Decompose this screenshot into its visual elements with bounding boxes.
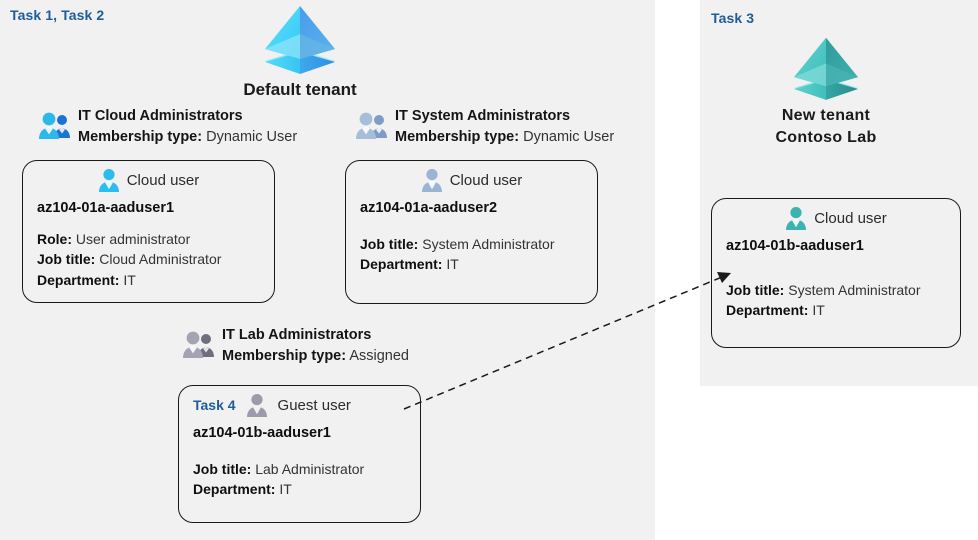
group-membership-value: Dynamic User <box>206 129 298 146</box>
card-attribute-row: Job title: Cloud Administrator <box>37 249 274 269</box>
attribute-label: Job title: <box>193 461 252 477</box>
group-membership-type: Membership type: Dynamic User <box>78 127 297 148</box>
card-attribute-row: Job title: System Administrator <box>360 234 597 254</box>
card-attribute-row: Job title: System Administrator <box>726 280 960 300</box>
card-header: Cloud user <box>712 206 960 230</box>
attribute-value: Cloud Administrator <box>99 251 222 268</box>
group-users-icon <box>183 331 214 358</box>
attribute-label: Department: <box>726 302 809 319</box>
group-membership-type: Membership type: Dynamic User <box>395 127 614 148</box>
attribute-value: IT <box>446 256 459 273</box>
azure-tenant-icon <box>793 37 859 100</box>
group-it-cloud-administrators: IT Cloud Administrators Membership type:… <box>38 106 297 148</box>
group-users-icon <box>356 112 387 139</box>
card-header: Task 4 Guest user <box>179 393 420 417</box>
attribute-value: System Administrator <box>422 236 555 252</box>
card-attribute-row: Department: IT <box>193 479 420 499</box>
cloud-user-icon <box>421 169 442 192</box>
attribute-value: IT <box>123 271 136 288</box>
card-header: Cloud user <box>23 168 274 192</box>
group-users-icon <box>39 112 70 139</box>
group-name: IT System Administrators <box>395 108 571 124</box>
attribute-label: Department: <box>360 256 443 273</box>
card-username: az104-01b-aaduser1 <box>193 425 331 441</box>
default-tenant-block: Default tenant <box>200 2 400 102</box>
attribute-label: Job title: <box>37 251 96 268</box>
default-tenant-panel <box>0 0 655 540</box>
attribute-label: Job title: <box>360 236 419 252</box>
attribute-label: Department: <box>193 481 276 498</box>
card-username: az104-01a-aaduser1 <box>37 200 175 216</box>
card-attribute-row: Job title: Lab Administrator <box>193 459 420 479</box>
card-attributes: Job title: System Administrator Departme… <box>712 280 960 321</box>
card-attribute-row: Role: User administrator <box>37 229 274 249</box>
task-label-4: Task 4 <box>193 397 236 413</box>
card-attribute-row: Department: IT <box>360 254 597 274</box>
group-membership-label: Membership type: <box>395 129 520 146</box>
new-tenant-block: New tenant Contoso Lab <box>726 34 926 148</box>
azure-tenant-icon <box>265 6 335 74</box>
card-attribute-row: Department: IT <box>726 300 960 320</box>
attribute-value: IT <box>812 302 825 319</box>
user-card-az104-01a-aaduser1: Cloud user az104-01a-aaduser1 Role: User… <box>22 160 275 303</box>
new-tenant-title-line1: New tenant <box>781 107 871 124</box>
card-header: Cloud user <box>346 168 597 192</box>
default-tenant-title: Default tenant <box>243 80 357 99</box>
group-membership-label: Membership type: <box>222 348 347 365</box>
attribute-label: Job title: <box>726 282 785 298</box>
guest-user-icon <box>246 394 267 417</box>
cloud-user-icon <box>786 207 807 230</box>
attribute-value: IT <box>279 481 292 498</box>
card-username: az104-01b-aaduser1 <box>726 238 864 254</box>
attribute-label: Department: <box>37 271 120 288</box>
group-membership-type: Membership type: Assigned <box>222 346 409 367</box>
group-membership-value: Assigned <box>349 348 409 365</box>
attribute-value: User administrator <box>75 231 191 247</box>
group-membership-value: Dynamic User <box>523 129 615 146</box>
group-membership-label: Membership type: <box>78 129 203 146</box>
cloud-user-icon <box>98 169 119 192</box>
user-card-az104-01a-aaduser2: Cloud user az104-01a-aaduser2 Job title:… <box>345 160 598 304</box>
task-label-3: Task 3 <box>711 10 755 26</box>
task-label-1-2: Task 1, Task 2 <box>10 7 105 23</box>
card-user-type: Cloud user <box>126 171 200 189</box>
card-user-type: Cloud user <box>814 209 887 227</box>
user-card-az104-01b-aaduser1-new-tenant: Cloud user az104-01b-aaduser1 Job title:… <box>711 198 961 348</box>
user-card-guest-az104-01b-aaduser1: Task 4 Guest user az104-01b-aaduser1 Job… <box>178 385 421 523</box>
card-attribute-row: Department: IT <box>37 270 274 290</box>
card-attributes: Job title: Lab Administrator Department:… <box>179 459 420 500</box>
card-attributes: Role: User administrator Job title: Clou… <box>23 229 274 290</box>
group-it-lab-administrators: IT Lab Administrators Membership type: A… <box>182 325 409 367</box>
group-name: IT Cloud Administrators <box>78 108 243 124</box>
attribute-value: System Administrator <box>788 282 921 298</box>
card-user-type: Guest user <box>277 396 351 414</box>
card-attributes: Job title: System Administrator Departme… <box>346 234 597 275</box>
card-user-type: Cloud user <box>449 171 523 189</box>
attribute-label: Role: <box>37 231 72 247</box>
group-name: IT Lab Administrators <box>222 327 372 343</box>
new-tenant-title-line2: Contoso Lab <box>775 128 877 146</box>
group-it-system-administrators: IT System Administrators Membership type… <box>355 106 614 148</box>
card-username: az104-01a-aaduser2 <box>360 200 498 216</box>
attribute-value: Lab Administrator <box>255 461 365 477</box>
